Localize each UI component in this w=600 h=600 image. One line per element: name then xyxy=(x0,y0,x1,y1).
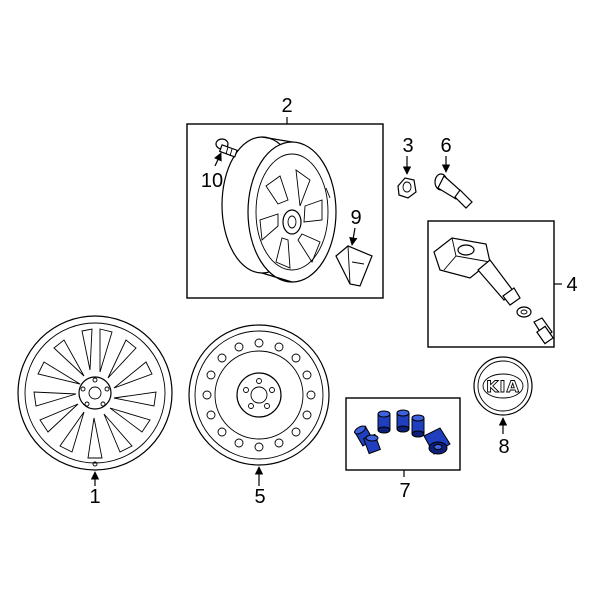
group-box-4: 4 xyxy=(427,220,578,348)
callout-7[interactable]: 7 xyxy=(399,480,410,502)
center-cap[interactable]: KIA xyxy=(473,356,533,416)
group-box-2: 2 10 xyxy=(186,95,384,299)
callout-4[interactable]: 4 xyxy=(566,274,577,296)
wheel-stud-bolt[interactable] xyxy=(215,138,238,158)
leader-line-9 xyxy=(349,227,358,246)
valve-nut[interactable] xyxy=(397,177,417,199)
callout-10[interactable]: 10 xyxy=(201,170,223,192)
steel-spare-wheel[interactable] xyxy=(188,324,330,466)
callout-8[interactable]: 8 xyxy=(498,436,509,458)
callout-1[interactable]: 1 xyxy=(89,486,100,508)
wheel-weight[interactable] xyxy=(335,245,373,287)
callout-2[interactable]: 2 xyxy=(281,95,292,117)
callout-3[interactable]: 3 xyxy=(402,135,413,157)
group-box-7: 7 xyxy=(345,397,461,502)
alloy-wheel-assembly[interactable] xyxy=(221,136,337,283)
group-box-7-frame xyxy=(345,397,461,471)
lock-nut xyxy=(411,414,425,438)
callout-5[interactable]: 5 xyxy=(254,486,265,508)
lock-key xyxy=(423,427,451,455)
center-cap-logo: KIA xyxy=(486,377,520,396)
callout-9[interactable]: 9 xyxy=(350,207,361,229)
leader-line-10 xyxy=(214,152,222,167)
lock-nut xyxy=(362,433,382,455)
group-box-2-frame xyxy=(186,123,384,299)
alloy-wheel[interactable] xyxy=(17,315,173,471)
valve-stem[interactable] xyxy=(434,173,473,209)
wheel-lock-kit[interactable] xyxy=(353,409,451,455)
lock-nut xyxy=(396,409,410,433)
callout-6[interactable]: 6 xyxy=(440,135,451,157)
steel-wheel-vent-holes xyxy=(202,338,316,452)
tpms-sensor[interactable] xyxy=(433,237,554,345)
lock-nut xyxy=(377,410,391,434)
